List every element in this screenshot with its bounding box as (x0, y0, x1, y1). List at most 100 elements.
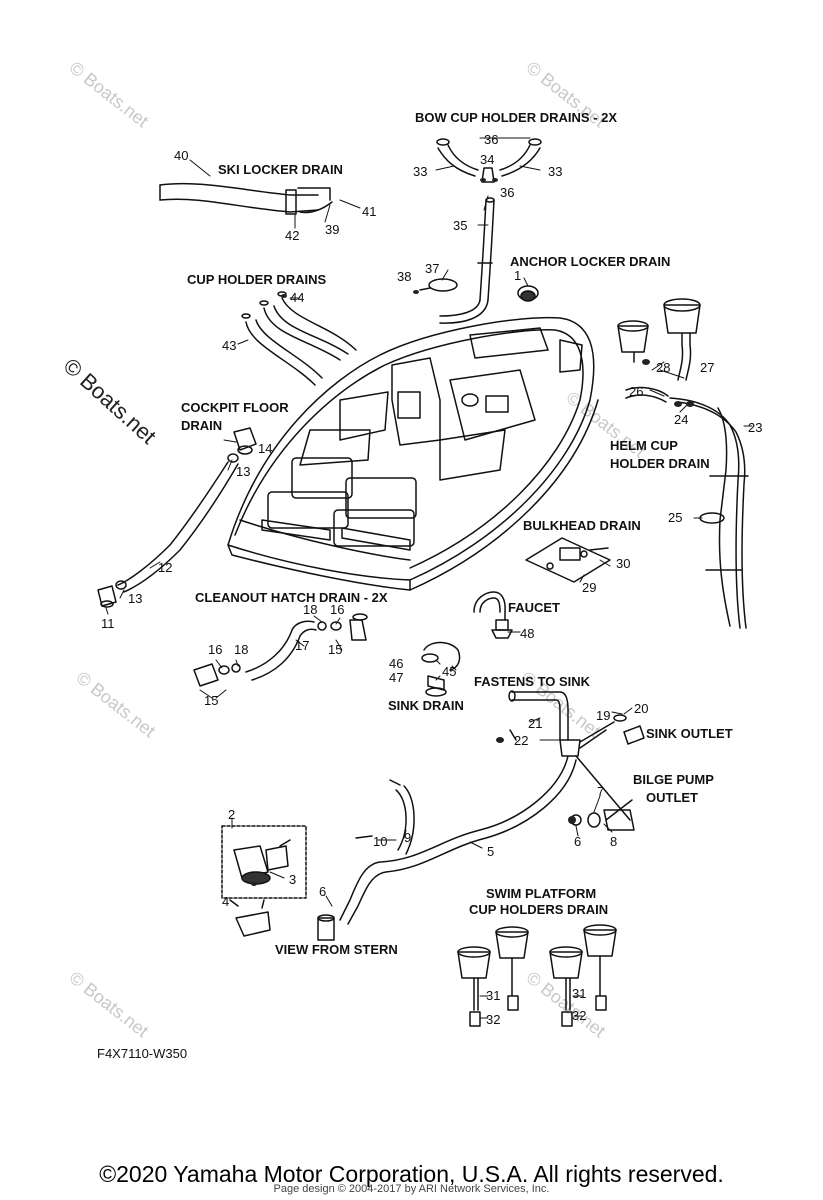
part-number: 5 (487, 844, 494, 859)
title-anchor-locker: ANCHOR LOCKER DRAIN (510, 254, 670, 269)
part-number: 17 (295, 638, 309, 653)
title-helm-cup: HELM CUP (610, 438, 678, 453)
title-sink-drain: SINK DRAIN (388, 698, 464, 713)
part-number: 28 (656, 360, 670, 375)
part-number: 18 (303, 602, 317, 617)
part-number: 13 (128, 591, 142, 606)
part-number: 39 (325, 222, 339, 237)
title-cockpit-floor-2: DRAIN (181, 418, 222, 433)
ski-locker-drain-hose (159, 182, 333, 215)
watermark: © Boats.net (73, 667, 160, 741)
part-number: 31 (572, 986, 586, 1001)
part-number: 27 (700, 360, 714, 375)
part-number: 29 (582, 580, 596, 595)
section-titles: BOW CUP HOLDER DRAINS - 2X SKI LOCKER DR… (181, 110, 733, 957)
part-number: 6 (319, 884, 326, 899)
part-number: 10 (373, 834, 387, 849)
part-number: 6 (574, 834, 581, 849)
watermark: © Boats.net (66, 967, 153, 1041)
part-number: 22 (514, 733, 528, 748)
part-number: 16 (208, 642, 222, 657)
page-design-credit: Page design © 2004-2017 by ARI Network S… (273, 1183, 550, 1195)
cockpit-floor-drain (97, 427, 257, 608)
part-number: 32 (486, 1012, 500, 1027)
part-number: 14 (258, 441, 272, 456)
title-ski-locker: SKI LOCKER DRAIN (218, 162, 343, 177)
part-number: 48 (520, 626, 534, 641)
part-number: 4 (222, 894, 229, 909)
part-number: 33 (548, 164, 562, 179)
bilge-pump (221, 825, 335, 941)
diagram-code: F4X7110-W350 (97, 1046, 187, 1061)
title-faucet: FAUCET (508, 600, 560, 615)
title-cup-holder: CUP HOLDER DRAINS (187, 272, 326, 287)
title-bilge: BILGE PUMP (633, 772, 714, 787)
part-number: 2 (228, 807, 235, 822)
part-number: 44 (290, 290, 304, 305)
bow-cup-drain-hoses (436, 138, 542, 324)
boat-hull (227, 316, 599, 591)
part-number: 24 (674, 412, 688, 427)
leader-lines (105, 137, 753, 1019)
part-number: 34 (480, 152, 494, 167)
hose-clamp (419, 278, 458, 292)
copyright-notice: ©2020 Yamaha Motor Corporation, U.S.A. A… (99, 1161, 724, 1187)
part-numbers: 1 2 3 4 5 6 6 7 8 9 10 11 12 13 13 14 15… (101, 132, 762, 1027)
part-number: 35 (453, 218, 467, 233)
part-number: 11 (101, 616, 115, 631)
part-number: 20 (634, 701, 648, 716)
title-swim: SWIM PLATFORM (486, 886, 596, 901)
small-fittings (251, 178, 694, 886)
title-fastens-sink: FASTENS TO SINK (474, 674, 591, 689)
part-number: 9 (404, 830, 411, 845)
watermark: © Boats.net (66, 57, 153, 131)
cleanout-hatch-drain (193, 613, 368, 687)
part-number: 46 (389, 656, 403, 671)
part-number: 25 (668, 510, 682, 525)
title-bulkhead: BULKHEAD DRAIN (523, 518, 641, 533)
part-number: 37 (425, 261, 439, 276)
part-number: 45 (442, 664, 456, 679)
title-cleanout: CLEANOUT HATCH DRAIN - 2X (195, 590, 388, 605)
sink-drain (421, 641, 461, 697)
part-number: 41 (362, 204, 376, 219)
part-number: 38 (397, 269, 411, 284)
bulkhead-drain (525, 537, 611, 583)
part-number: 36 (484, 132, 498, 147)
part-number: 40 (174, 148, 188, 163)
part-number: 43 (222, 338, 236, 353)
part-number: 15 (328, 642, 342, 657)
part-number: 7 (597, 784, 604, 799)
part-number: 1 (514, 268, 521, 283)
title-sink-outlet: SINK OUTLET (646, 726, 733, 741)
part-number: 19 (596, 708, 610, 723)
anchor-locker-fitting (517, 285, 539, 302)
part-number: 33 (413, 164, 427, 179)
title-helm-cup-2: HOLDER DRAIN (610, 456, 710, 471)
title-bilge-2: OUTLET (646, 790, 698, 805)
part-number: 47 (389, 670, 403, 685)
part-number: 16 (330, 602, 344, 617)
part-number: 30 (616, 556, 630, 571)
title-swim-2: CUP HOLDERS DRAIN (469, 902, 608, 917)
part-number: 31 (486, 988, 500, 1003)
title-cockpit-floor: COCKPIT FLOOR (181, 400, 289, 415)
cup-holder-drain-hoses (241, 291, 357, 386)
part-number: 13 (236, 464, 250, 479)
part-number: 12 (158, 560, 172, 575)
part-number: 23 (748, 420, 762, 435)
hose-bracket (355, 779, 415, 855)
swim-platform-cup-holders (457, 924, 617, 1027)
faucet (473, 591, 513, 639)
title-bow-cup: BOW CUP HOLDER DRAINS - 2X (415, 110, 617, 125)
helm-cup-holder-drain (617, 298, 749, 629)
title-view-stern: VIEW FROM STERN (275, 942, 398, 957)
part-number: 42 (285, 228, 299, 243)
part-number: 8 (610, 834, 617, 849)
part-number: 36 (500, 185, 514, 200)
part-number: 15 (204, 693, 218, 708)
sink-and-bilge-hoses (339, 690, 645, 925)
watermark-side: © Boats.net (59, 353, 161, 449)
part-number: 21 (528, 716, 542, 731)
